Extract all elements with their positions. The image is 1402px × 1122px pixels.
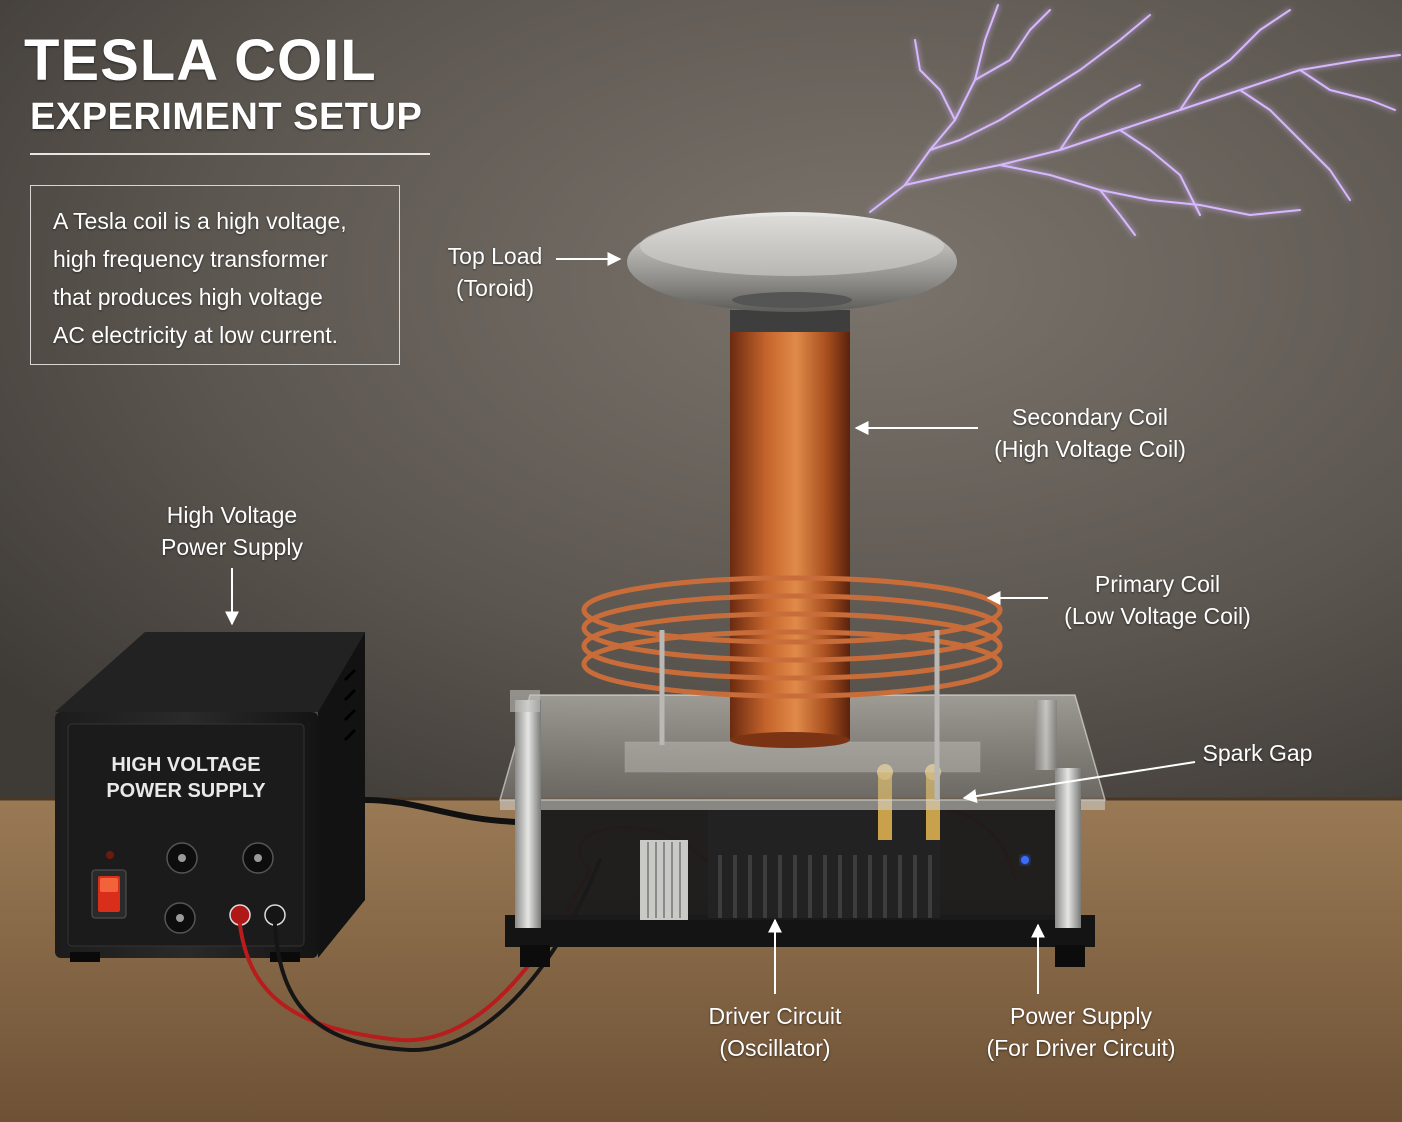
top-load-toroid — [627, 212, 957, 312]
hv-power-supply-box — [55, 632, 365, 962]
title-line-1: TESLA COIL — [24, 28, 377, 93]
lightning-spark — [869, 4, 1401, 236]
label-power-supply-line-1: Power Supply — [1010, 1003, 1152, 1029]
label-spark-gap-line-1: Spark Gap — [1202, 740, 1313, 766]
arrow-spark-gap — [962, 761, 1196, 803]
label-driver-circuit: Driver Circuit (Oscillator) — [690, 1000, 860, 1064]
secondary-coil — [730, 310, 850, 748]
label-secondary-coil-line-1: Secondary Coil — [1012, 404, 1168, 430]
psu-panel-line-1: HIGH VOLTAGE — [111, 754, 261, 776]
title-underline — [30, 153, 430, 155]
label-hv-power-supply: High Voltage Power Supply — [142, 499, 322, 563]
description-line: A Tesla coil is a high voltage, — [53, 208, 347, 234]
label-hv-power-supply-line-2: Power Supply — [161, 534, 303, 560]
label-secondary-coil-line-2: (High Voltage Coil) — [994, 436, 1186, 462]
label-power-supply: Power Supply (For Driver Circuit) — [970, 1000, 1192, 1064]
label-driver-circuit-line-2: (Oscillator) — [719, 1035, 831, 1061]
primary-coil — [581, 575, 1003, 699]
title-line-2: EXPERIMENT SETUP — [30, 96, 423, 138]
label-top-load: Top Load (Toroid) — [430, 240, 560, 304]
psu-panel-line-2: POWER SUPPLY — [106, 780, 266, 802]
description-line: that produces high voltage — [53, 284, 323, 310]
label-primary-coil-line-2: (Low Voltage Coil) — [1064, 603, 1251, 629]
annotation-arrows — [225, 252, 1196, 994]
label-hv-power-supply-line-1: High Voltage — [166, 502, 298, 528]
description-line: AC electricity at low current. — [53, 322, 339, 348]
label-secondary-coil: Secondary Coil (High Voltage Coil) — [980, 401, 1200, 465]
label-primary-coil-line-1: Primary Coil — [1094, 571, 1221, 597]
label-driver-circuit-line-1: Driver Circuit — [708, 1003, 842, 1029]
description-line: high frequency transformer — [53, 246, 328, 272]
description-box: A Tesla coil is a high voltage, high fre… — [30, 185, 400, 365]
label-top-load-line-1: Top Load — [447, 243, 543, 269]
label-top-load-line-2: (Toroid) — [456, 275, 534, 301]
label-primary-coil: Primary Coil (Low Voltage Coil) — [1055, 568, 1260, 632]
tesla-coil-base — [505, 764, 1095, 967]
psu-panel-text: HIGH VOLTAGE POWER SUPPLY — [96, 752, 276, 804]
label-spark-gap: Spark Gap — [1195, 737, 1320, 769]
label-power-supply-line-2: (For Driver Circuit) — [986, 1035, 1176, 1061]
